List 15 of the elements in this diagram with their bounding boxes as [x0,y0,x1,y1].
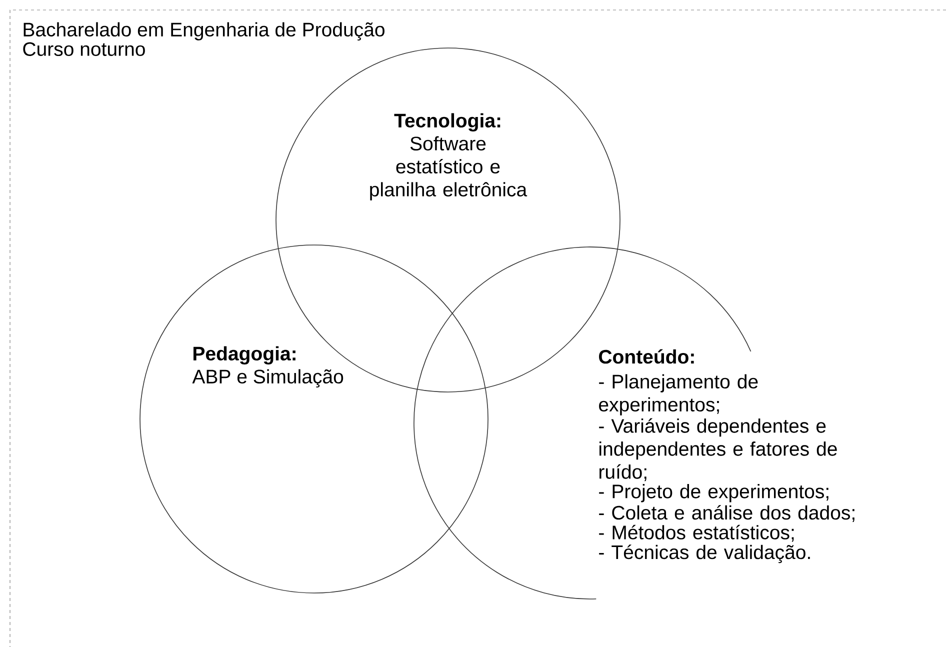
circle-text: ABP e Simulação [192,369,344,388]
list-item: - Métodos estatísticos; [599,524,794,542]
circle-text: Software estatístico e planilha eletrônica [370,136,528,200]
course-title: Bacharelado em Engenharia de Produção [24,22,384,40]
course-subtitle: Curso noturno [23,42,145,56]
list-item: - Planejamento de experimentos; [599,374,758,416]
dashed-frame [10,10,946,647]
venn-circle [140,244,488,594]
circle-heading: Tecnologia: [394,113,500,132]
list-item: - Variáveis dependentes e independentes e fatores de ruído; [599,418,837,482]
list-item: - Projeto de experimentos; [599,484,828,502]
circle-heading: Conteúdo: [599,349,694,364]
list-item: - Coleta e análise dos dados; [599,505,854,522]
list-item: - Técnicas de validação. [599,544,810,564]
circle-heading: Pedagogia: [194,346,296,364]
